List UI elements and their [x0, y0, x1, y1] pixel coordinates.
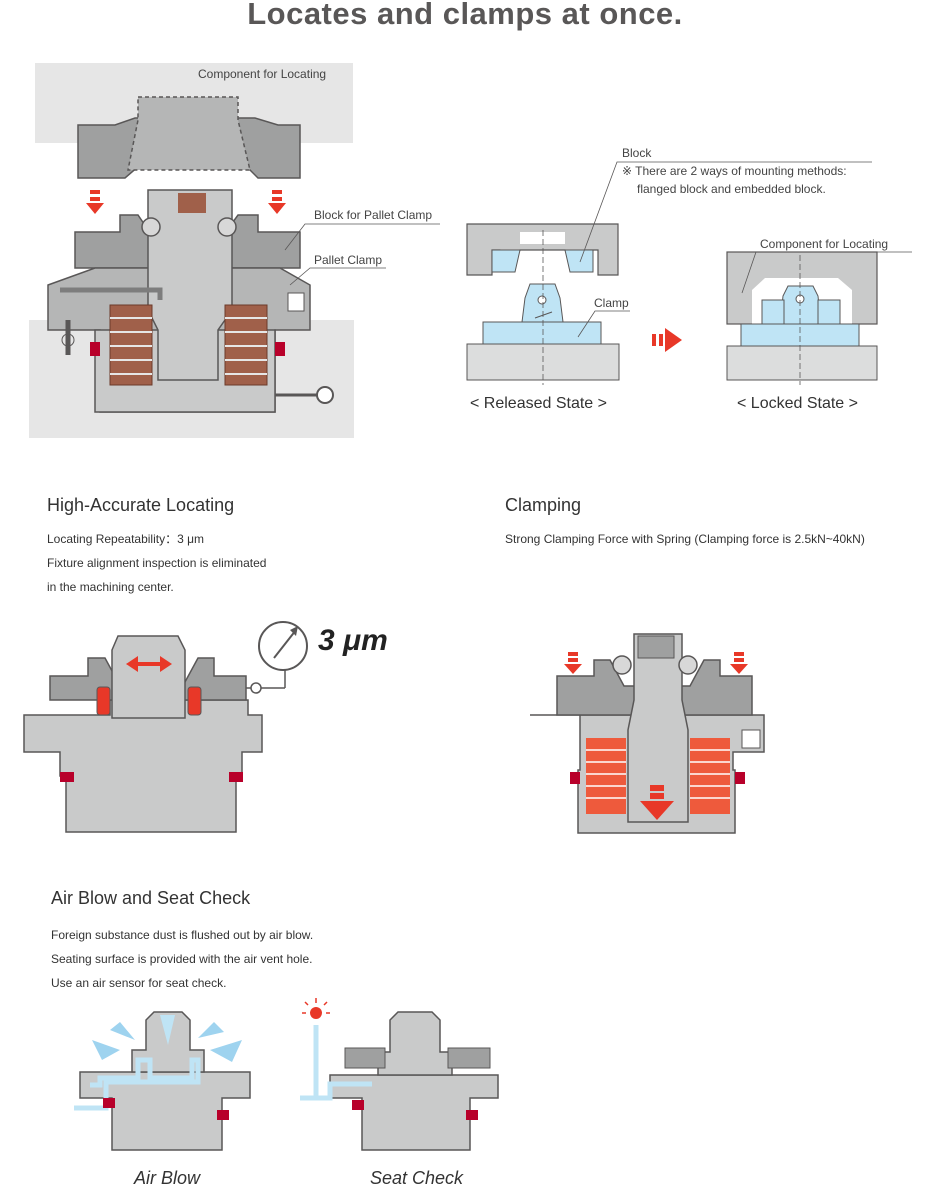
label-block: Block: [622, 146, 652, 160]
locating-text-line3: in the machining center.: [47, 580, 174, 594]
airblow-text-line1: Foreign substance dust is flushed out by…: [51, 928, 314, 942]
mounting-note-line2: flanged block and embedded block.: [637, 182, 826, 196]
airblow-text-line3: Use an air sensor for seat check.: [51, 976, 227, 990]
locating-heading: High-Accurate Locating: [47, 495, 235, 515]
caption-seat-check: Seat Check: [370, 1168, 464, 1188]
airblow-text-line2: Seating surface is provided with the air…: [51, 952, 313, 966]
airblow-heading: Air Blow and Seat Check: [51, 888, 251, 908]
label-component-for-locating: Component for Locating: [198, 67, 327, 81]
mounting-note-line1: ※ There are 2 ways of mounting methods:: [622, 164, 847, 178]
label-clamp: Clamp: [594, 296, 629, 310]
released-state-caption: < Released State >: [470, 395, 607, 412]
clamping-heading: Clamping: [505, 495, 582, 515]
clamping-text-line1: Strong Clamping Force with Spring (Clamp…: [505, 532, 865, 546]
locating-text-line2: Fixture alignment inspection is eliminat…: [47, 556, 267, 570]
locked-state-caption: < Locked State >: [737, 395, 858, 412]
repeatability-value: 3 μm: [318, 624, 388, 657]
label-pallet-clamp: Pallet Clamp: [314, 253, 383, 267]
label-block-for-pallet-clamp: Block for Pallet Clamp: [314, 208, 433, 222]
page-title: Locates and clamps at once.: [247, 0, 683, 31]
locating-text-line1: Locating Repeatability：3 μm: [47, 532, 204, 546]
label-component-for-locating-locked: Component for Locating: [760, 237, 889, 251]
caption-air-blow: Air Blow: [134, 1168, 201, 1188]
